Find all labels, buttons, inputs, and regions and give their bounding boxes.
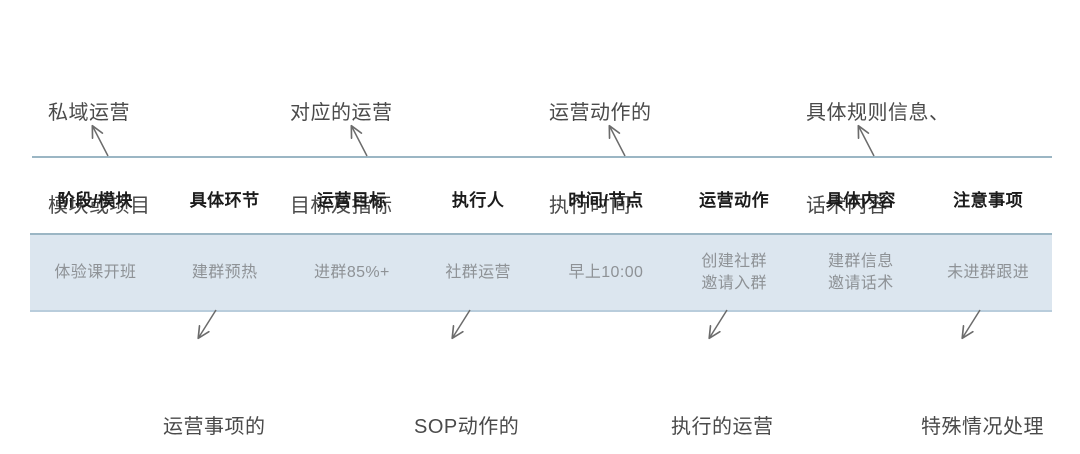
column-header-owner[interactable]: 执行人 — [451, 191, 505, 210]
cell-step: 建群预热 — [191, 263, 258, 281]
callout-goal-line1: 对应的运营 — [290, 102, 393, 124]
callout-step-line1: 运营事项的 — [163, 416, 266, 438]
sop-table: 阶段/模块 具体环节 运营目标 执行人 时间/节点 运营动作 具体内容 注意事项… — [30, 176, 1052, 312]
callout-module-line1: 私域运营 — [48, 102, 130, 124]
column-header-time[interactable]: 时间/节点 — [568, 191, 644, 210]
cell-goal: 进群85%+ — [314, 263, 390, 281]
cell-stage: 体验课开班 — [54, 263, 137, 281]
cell-owner: 社群运营 — [445, 263, 511, 281]
callout-action: 执行的运营 动作/操作 — [671, 350, 774, 454]
column-header-step[interactable]: 具体环节 — [189, 191, 260, 210]
callout-content: 具体规则信息、 话术内容 — [806, 36, 950, 284]
callout-notes: 特殊情况处理 流程流转等 — [921, 350, 1044, 454]
arrow-down-action — [710, 309, 728, 337]
callout-owner: SOP动作的 具体负责人 — [414, 350, 519, 454]
callout-time-line1: 运营动作的 — [549, 102, 652, 124]
callout-owner-line1: SOP动作的 — [414, 416, 520, 438]
cell-time: 早上10:00 — [568, 263, 644, 281]
callout-goal-line2: 目标及指标 — [290, 195, 393, 217]
table-row: 体验课开班 建群预热 进群85%+ 社群运营 早上10:00 创建社群 邀请入群… — [30, 234, 1052, 312]
callout-module: 私域运营 模块或项目 — [48, 36, 151, 284]
callout-module-line2: 模块或项目 — [48, 195, 151, 217]
divider-rule — [32, 156, 1052, 158]
column-header-notes[interactable]: 注意事项 — [953, 191, 1024, 210]
arrow-down-step — [199, 309, 217, 337]
callout-content-line2: 话术内容 — [806, 195, 888, 217]
cell-action: 创建社群 邀请入群 — [701, 253, 767, 292]
callout-action-line1: 执行的运营 — [671, 416, 774, 438]
column-header-goal[interactable]: 运营目标 — [316, 191, 387, 210]
callout-step: 运营事项的 具体环节步骤 — [163, 350, 286, 454]
cell-content: 建群信息 邀请话术 — [828, 253, 894, 292]
column-header-stage[interactable]: 阶段/模块 — [57, 191, 134, 210]
arrow-down-notes — [963, 309, 981, 337]
callout-time: 运营动作的 执行时间 — [549, 36, 652, 284]
callout-goal: 对应的运营 目标及指标 — [290, 36, 393, 284]
sop-table-wrap: 阶段/模块 具体环节 运营目标 执行人 时间/节点 运营动作 具体内容 注意事项… — [30, 176, 1052, 312]
cell-notes: 未进群跟进 — [947, 263, 1030, 281]
column-header-content[interactable]: 具体内容 — [825, 191, 896, 210]
table-header-row: 阶段/模块 具体环节 运营目标 执行人 时间/节点 运营动作 具体内容 注意事项 — [30, 176, 1052, 234]
callout-time-line2: 执行时间 — [549, 195, 631, 217]
callout-notes-line1: 特殊情况处理 — [921, 416, 1044, 438]
callout-content-line1: 具体规则信息、 — [806, 102, 950, 124]
column-header-action[interactable]: 运营动作 — [699, 191, 770, 210]
arrow-down-owner — [453, 309, 471, 337]
